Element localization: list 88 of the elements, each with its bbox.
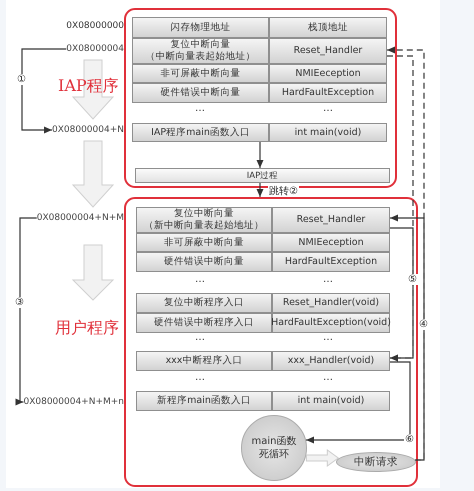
ellipsis: …: [323, 103, 333, 114]
cell-text: Reset_Handler: [296, 214, 366, 226]
address-label: 0X08000004+N: [52, 123, 124, 137]
cell-text: 非可屏蔽中断向量: [160, 68, 240, 80]
cell-text: 复位中断程序入口: [164, 297, 244, 309]
address-label: 0X08000004+N+M+n: [23, 395, 124, 409]
table-cell: [136, 293, 272, 313]
cell-text: 中断请求: [354, 456, 398, 468]
ellipsis: …: [195, 274, 205, 285]
table-cell: [269, 38, 387, 64]
edge-label: ③: [14, 297, 25, 308]
cell-text: 死循环: [259, 448, 289, 461]
hollow-arrow: [72, 140, 114, 208]
table-cell: [132, 17, 269, 38]
table-cell: [132, 83, 269, 103]
table-cell: [269, 64, 387, 83]
cell-text: main函数: [252, 435, 296, 448]
edge-label: ①: [16, 74, 27, 85]
address-label: 0X08000000: [65, 20, 124, 33]
arrow: [256, 183, 264, 197]
cell-text: 复位中断向量: [170, 39, 230, 51]
edge-label: ⑤: [407, 274, 418, 285]
table-cell: [272, 391, 390, 411]
cell-text: （中断向量表起始地址）: [146, 51, 256, 63]
arrow: [387, 55, 414, 362]
table-cell: [272, 252, 390, 272]
table-cell: [269, 83, 387, 103]
ellipsis: …: [195, 332, 205, 343]
hollow-arrow: [306, 449, 340, 467]
ellipsis: …: [323, 332, 333, 343]
table-cell: [136, 391, 272, 411]
arrow: [21, 48, 66, 134]
address-label: 0X08000004+N+M: [36, 211, 124, 225]
cell-text: 硬件错误中断向量: [164, 256, 244, 268]
cell-text: Reset_Handler: [294, 45, 362, 57]
arrow: [390, 227, 414, 362]
table-cell: [132, 38, 269, 64]
cell-text: IAP程序main函数入口: [151, 126, 250, 138]
cell-text: 硬件错误中断向量: [160, 87, 240, 99]
arrow: [256, 142, 264, 168]
arrow: [15, 217, 37, 406]
table-cell: [132, 123, 269, 142]
section-title: IAP程序: [58, 76, 119, 97]
table-cell: [272, 233, 390, 252]
cell-text: int main(void): [294, 126, 362, 138]
cell-text: Reset_Handler(void): [282, 297, 380, 309]
table-cell: [269, 123, 387, 142]
cell-text: 栈顶地址: [308, 22, 348, 34]
table-cell: [272, 207, 390, 233]
table-cell: [136, 207, 272, 233]
cell-text: NMIEeception: [295, 68, 361, 80]
edge-label: ④: [418, 319, 429, 330]
cell-text: HardFaultException: [282, 87, 374, 99]
table-cell: [132, 64, 269, 83]
ellipsis: …: [323, 372, 333, 383]
cell-text: NMIEeception: [298, 236, 364, 248]
cell-text: （新中断向量表起始地址）: [144, 220, 264, 232]
cell-text: int main(void): [298, 395, 364, 407]
table-cell: [136, 233, 272, 252]
table-cell: [269, 17, 387, 38]
cell-text: 新程序main函数入口: [157, 395, 251, 407]
table-cell: [272, 313, 390, 333]
cell-text: xxx_Handler(void): [288, 355, 374, 367]
table-cell: [272, 351, 390, 371]
ellipsis: …: [323, 274, 333, 285]
section-title: 用户程序: [55, 318, 119, 339]
table-cell: [272, 293, 390, 313]
cell-text: 非可屏蔽中断向量: [164, 236, 244, 248]
process-bar: [135, 168, 390, 183]
cell-text: xxx中断程序入口: [166, 355, 242, 367]
table-cell: [136, 252, 272, 272]
table-cell: [136, 313, 272, 333]
ellipsis: …: [195, 103, 205, 114]
ellipsis: …: [195, 372, 205, 383]
cell-text: 复位中断向量: [174, 208, 234, 220]
arrow: [390, 214, 425, 461]
edge-label: ⑥: [404, 434, 415, 445]
cell-text: HardFaultException: [284, 256, 378, 268]
program-frame: [124, 197, 418, 487]
arrow: [306, 361, 411, 444]
edge-label: 跳转②: [268, 186, 299, 197]
hollow-arrow: [72, 60, 114, 120]
cell-text: HardFaultException(void): [271, 317, 391, 329]
cell-text: 硬件错误中断程序入口: [154, 317, 254, 329]
cell-text: IAP过程: [246, 170, 278, 182]
address-label: 0X08000004: [66, 42, 124, 56]
cell-text: 闪存物理地址: [170, 22, 230, 34]
table-cell: [136, 351, 272, 371]
